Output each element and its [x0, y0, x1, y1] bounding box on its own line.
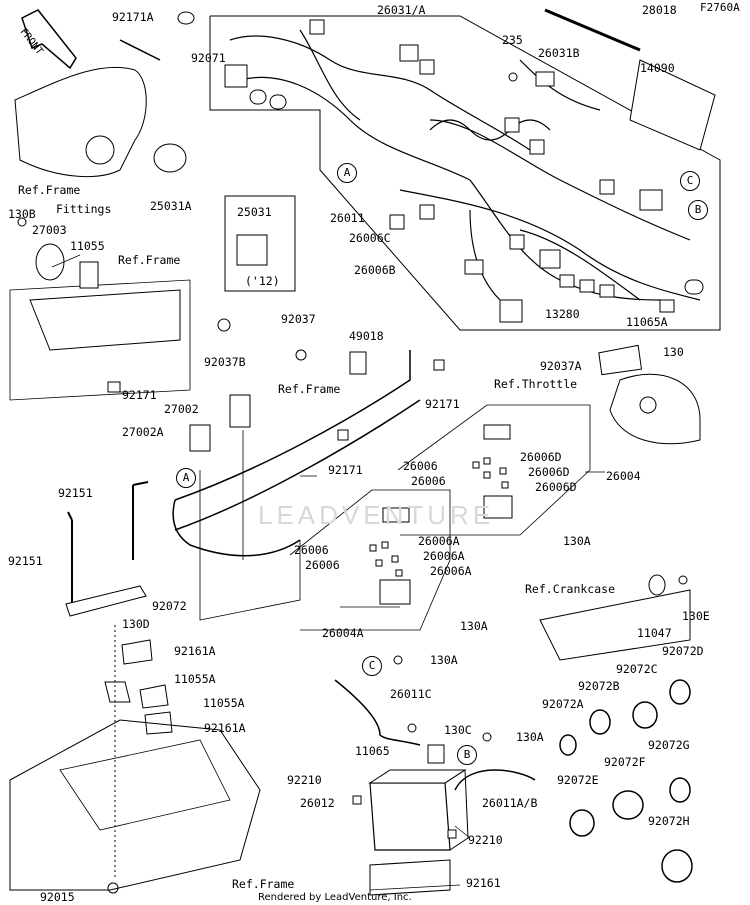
part-130A-2[interactable]: 130A: [460, 619, 488, 633]
callout-b-upper[interactable]: B: [688, 200, 708, 220]
part-27002A[interactable]: 27002A: [122, 425, 164, 439]
part-130A-3[interactable]: 130A: [430, 653, 458, 667]
ref-frame-upper: Ref.Frame: [118, 253, 181, 267]
part-92072G[interactable]: 92072G: [648, 738, 690, 752]
part-26006-2[interactable]: 26006: [411, 474, 446, 488]
part-92015[interactable]: 92015: [40, 890, 75, 904]
part-92071[interactable]: 92071: [191, 51, 226, 65]
part-92072C[interactable]: 92072C: [616, 662, 658, 676]
part-26006D-3[interactable]: 26006D: [535, 480, 577, 494]
part-26031B[interactable]: 26031B: [538, 46, 580, 60]
ref-crankcase: Ref.Crankcase: [525, 582, 616, 596]
part-11065[interactable]: 11065: [355, 744, 390, 758]
part-26011C[interactable]: 26011C: [390, 687, 432, 701]
ref-frame-bottom: Ref.Frame: [232, 877, 295, 891]
part-26004A[interactable]: 26004A: [322, 626, 364, 640]
part-92171A[interactable]: 92171A: [112, 10, 154, 24]
part-92210-1[interactable]: 92210: [287, 773, 322, 787]
part-27002[interactable]: 27002: [164, 402, 199, 416]
part-92161[interactable]: 92161: [466, 876, 501, 890]
part-92072F[interactable]: 92072F: [604, 755, 646, 769]
part-92037[interactable]: 92037: [281, 312, 316, 326]
part-26012[interactable]: 26012: [300, 796, 335, 810]
part-26006B[interactable]: 26006B: [354, 263, 396, 277]
part-92171-c[interactable]: 92171: [122, 388, 157, 402]
callout-c-upper[interactable]: C: [680, 171, 700, 191]
part-235[interactable]: 235: [502, 33, 523, 47]
part-26011[interactable]: 26011: [330, 211, 365, 225]
part-26006A-3[interactable]: 26006A: [430, 564, 472, 578]
part-26006-4[interactable]: 26006: [305, 558, 340, 572]
part-92072H[interactable]: 92072H: [648, 814, 690, 828]
part-26006-3[interactable]: 26006: [294, 543, 329, 557]
part-130[interactable]: 130: [663, 345, 684, 359]
part-26006A-2[interactable]: 26006A: [423, 549, 465, 563]
part-92072A[interactable]: 92072A: [542, 697, 584, 711]
inset-part-number[interactable]: 25031: [237, 205, 272, 219]
ref-frame-mid: Ref.Frame: [278, 382, 341, 396]
part-130D[interactable]: 130D: [122, 617, 150, 631]
part-27003[interactable]: 27003: [32, 223, 67, 237]
part-26006D-1[interactable]: 26006D: [520, 450, 562, 464]
part-130C[interactable]: 130C: [444, 723, 472, 737]
part-130A-4[interactable]: 130A: [516, 730, 544, 744]
part-26004[interactable]: 26004: [606, 469, 641, 483]
harness-connectors: [224, 19, 704, 323]
callout-a-lower[interactable]: A: [176, 468, 196, 488]
part-92171-b[interactable]: 92171: [328, 463, 363, 477]
part-130A-1[interactable]: 130A: [563, 534, 591, 548]
part-130B[interactable]: 130B: [8, 207, 36, 221]
part-92151-a[interactable]: 92151: [58, 486, 93, 500]
part-92210-2[interactable]: 92210: [468, 833, 503, 847]
part-92161A-2[interactable]: 92161A: [204, 721, 246, 735]
part-26006-1[interactable]: 26006: [403, 459, 438, 473]
part-11055A-2[interactable]: 11055A: [203, 696, 245, 710]
part-26006C[interactable]: 26006C: [349, 231, 391, 245]
part-26006A-1[interactable]: 26006A: [418, 534, 460, 548]
part-92072[interactable]: 92072: [152, 599, 187, 613]
part-92072E[interactable]: 92072E: [557, 773, 599, 787]
ref-throttle: Ref.Throttle: [494, 377, 578, 391]
front-arrow-icon: [21, 9, 77, 70]
ref-frame-fittings-line1: Ref.Frame: [18, 183, 81, 197]
part-26031A[interactable]: 26031/A: [377, 3, 426, 17]
callout-b-lower[interactable]: B: [457, 745, 477, 765]
part-25031A[interactable]: 25031A: [150, 199, 192, 213]
part-92037B[interactable]: 92037B: [204, 355, 246, 369]
part-92161A-1[interactable]: 92161A: [174, 644, 216, 658]
diagram-code: F2760A: [700, 1, 740, 14]
main-harness-outline: [209, 15, 721, 331]
part-92072B[interactable]: 92072B: [578, 679, 620, 693]
part-11047[interactable]: 11047: [637, 626, 672, 640]
part-11055[interactable]: 11055: [70, 239, 105, 253]
part-14090[interactable]: 14090: [640, 61, 675, 75]
part-49018[interactable]: 49018: [349, 329, 384, 343]
part-26006D-2[interactable]: 26006D: [528, 465, 570, 479]
part-130E[interactable]: 130E: [682, 609, 710, 623]
part-13280[interactable]: 13280: [545, 307, 580, 321]
part-92151-b[interactable]: 92151: [8, 554, 43, 568]
ref-frame-fittings-line2: Fittings: [56, 202, 112, 216]
leadventure-watermark: LEADVENTURE: [258, 500, 495, 530]
callout-a-upper[interactable]: A: [337, 163, 357, 183]
part-28018[interactable]: 28018: [642, 3, 677, 17]
part-11065A[interactable]: 11065A: [626, 315, 668, 329]
part-11055A-1[interactable]: 11055A: [174, 672, 216, 686]
inset-year: ('12): [245, 274, 280, 288]
callout-c-lower[interactable]: C: [362, 656, 382, 676]
part-26011AB[interactable]: 26011A/B: [482, 796, 538, 810]
part-92171-a[interactable]: 92171: [425, 397, 460, 411]
credit-text: Rendered by LeadVenture, Inc.: [258, 892, 412, 903]
part-92072D[interactable]: 92072D: [662, 644, 704, 658]
part-92037A[interactable]: 92037A: [540, 359, 582, 373]
